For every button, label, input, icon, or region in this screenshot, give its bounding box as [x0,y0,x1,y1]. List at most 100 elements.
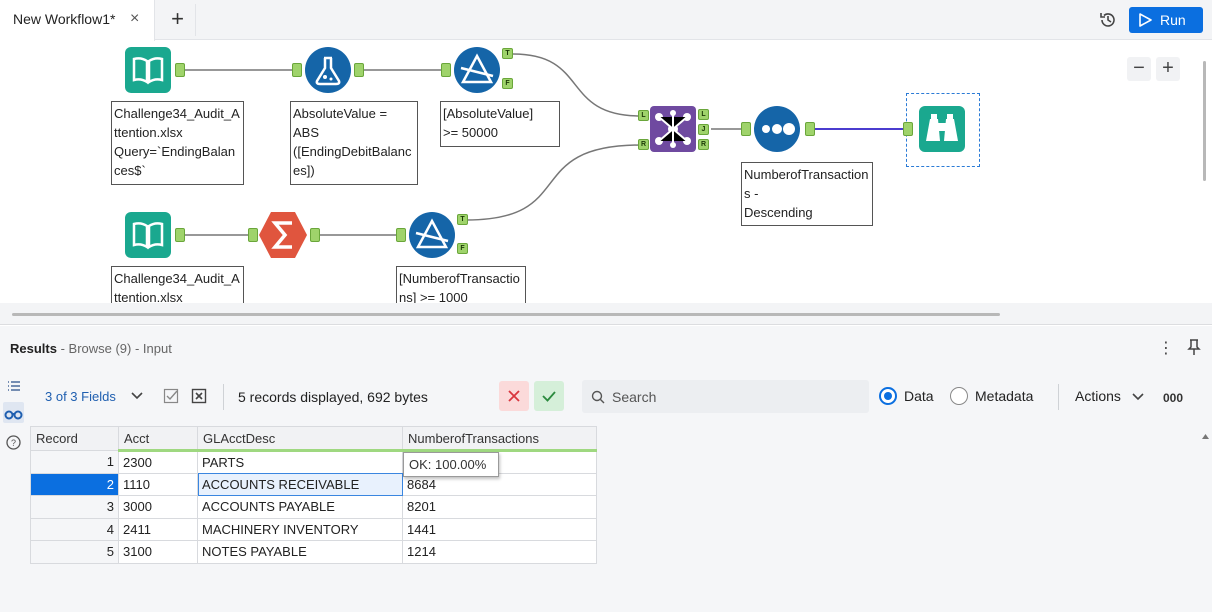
accept-button[interactable] [534,381,564,411]
record-cell[interactable]: 4 [30,517,119,541]
output-anchor[interactable] [310,228,320,242]
history-icon[interactable] [1098,10,1118,30]
num-cell[interactable]: 1214 [402,540,597,564]
results-table: Record Acct GLAcctDesc NumberofTransacti… [30,426,597,564]
number-format-button[interactable]: 000 [1163,391,1184,405]
chevron-down-icon[interactable] [1131,389,1145,403]
annotation-sort: NumberofTransactions - Descending [741,162,873,226]
results-grid-area: Record Acct GLAcctDesc NumberofTransacti… [27,423,1199,612]
workflow-canvas[interactable]: Challenge34_Audit_Attention.xlsx Query=`… [0,41,1198,303]
num-cell[interactable]: 1441 [402,517,597,541]
right-output-anchor[interactable]: R [698,139,709,150]
join-icon[interactable] [649,105,697,153]
num-cell[interactable]: 8684 [402,472,597,496]
input-anchor[interactable] [248,228,258,242]
table-row[interactable]: 1 2300 PARTS 9024 [30,450,597,474]
record-cell[interactable]: 5 [30,540,119,564]
connection-filter1-join-left [512,53,642,117]
actions-dropdown[interactable]: Actions [1075,388,1121,404]
output-anchor[interactable] [354,63,364,77]
annotation-filter1: [AbsoluteValue] >= 50000 [440,101,560,147]
results-header: Results - Browse (9) - Input ⋮ [0,326,1212,370]
zoom-out-button[interactable]: − [1127,57,1151,81]
help-icon[interactable]: ? [3,432,24,453]
false-anchor[interactable]: F [502,78,513,89]
record-cell[interactable]: 2 [30,472,119,496]
filter-delta-icon[interactable] [408,211,456,259]
search-input[interactable] [612,387,862,407]
tab-new-workflow[interactable]: New Workflow1* × [0,0,155,41]
book-icon[interactable] [124,46,172,94]
fields-dropdown[interactable]: 3 of 3 Fields [45,389,116,404]
scroll-thumb[interactable] [12,313,1000,316]
results-title: Results - Browse (9) - Input [10,341,172,356]
canvas-horizontal-scrollbar[interactable] [0,303,1212,325]
desc-cell[interactable]: ACCOUNTS PAYABLE [197,495,403,519]
more-options-icon[interactable]: ⋮ [1158,340,1174,357]
input-anchor[interactable] [903,122,913,136]
data-radio[interactable] [879,387,897,405]
scroll-up-icon[interactable] [1199,423,1212,447]
output-anchor[interactable] [175,228,185,242]
results-toolbar: 3 of 3 Fields 5 records displayed, 692 b… [27,370,1212,423]
pin-icon[interactable] [1186,338,1202,356]
input-anchor[interactable] [441,63,451,77]
record-cell[interactable]: 3 [30,495,119,519]
input-anchor[interactable] [396,228,406,242]
column-header-glacctdesc[interactable]: GLAcctDesc [197,426,403,452]
table-row[interactable]: 4 2411 MACHINERY INVENTORY 1441 [30,517,597,541]
true-anchor[interactable]: T [457,214,468,225]
flask-icon[interactable] [304,46,352,94]
column-header-record[interactable]: Record [30,426,119,451]
left-input-anchor[interactable]: L [638,110,649,121]
table-row[interactable]: 5 3100 NOTES PAYABLE 1214 [30,540,597,564]
desc-cell[interactable]: PARTS [197,450,403,474]
binoculars-icon[interactable] [3,402,24,423]
desc-cell[interactable]: NOTES PAYABLE [197,540,403,564]
desc-cell[interactable]: MACHINERY INVENTORY [197,517,403,541]
search-box[interactable] [582,380,869,413]
sort-dots-icon[interactable] [753,105,801,153]
chevron-down-icon[interactable] [130,388,144,402]
binoculars-icon[interactable] [918,105,966,153]
output-anchor[interactable] [805,122,815,136]
desc-cell[interactable]: ACCOUNTS RECEIVABLE [197,472,403,496]
sigma-icon[interactable] [259,211,307,259]
annotation-filter2: [NumberofTransactions] >= 1000 [396,266,526,303]
scroll-thumb[interactable] [1203,61,1206,181]
filter-delta-icon[interactable] [453,46,501,94]
num-cell[interactable]: 8201 [402,495,597,519]
table-row[interactable]: 3 3000 ACCOUNTS PAYABLE 8201 [30,495,597,519]
false-anchor[interactable]: F [457,243,468,254]
true-anchor[interactable]: T [502,48,513,59]
acct-cell[interactable]: 1110 [118,472,198,496]
book-icon[interactable] [124,211,172,259]
acct-cell[interactable]: 3100 [118,540,198,564]
acct-cell[interactable]: 3000 [118,495,198,519]
output-anchor[interactable] [175,63,185,77]
add-tab-button[interactable]: + [160,4,196,36]
close-tab-icon[interactable]: × [130,10,140,27]
grid-vertical-scrollbar[interactable] [1199,423,1212,612]
right-input-anchor[interactable]: R [638,139,649,150]
reject-button[interactable] [499,381,529,411]
run-button[interactable]: Run [1129,7,1203,33]
column-header-acct[interactable]: Acct [118,426,198,452]
acct-cell[interactable]: 2411 [118,517,198,541]
join-output-anchor[interactable]: J [698,124,709,135]
list-icon[interactable] [3,376,24,397]
input-anchor[interactable] [292,63,302,77]
left-output-anchor[interactable]: L [698,109,709,120]
column-header-numberoftransactions[interactable]: NumberofTransactions [402,426,597,452]
checkbox-icon[interactable] [163,388,179,404]
input-anchor[interactable] [741,122,751,136]
acct-cell[interactable]: 2300 [118,450,198,474]
deselect-box-icon[interactable] [191,388,207,404]
record-cell[interactable]: 1 [30,450,119,474]
canvas-vertical-scrollbar[interactable] [1198,41,1212,303]
table-row[interactable]: 2 1110 ACCOUNTS RECEIVABLE 8684 [30,472,597,496]
metadata-radio[interactable] [950,387,968,405]
results-label: Results [10,341,57,356]
records-info: 5 records displayed, 692 bytes [238,389,428,405]
zoom-in-button[interactable]: + [1156,57,1180,81]
